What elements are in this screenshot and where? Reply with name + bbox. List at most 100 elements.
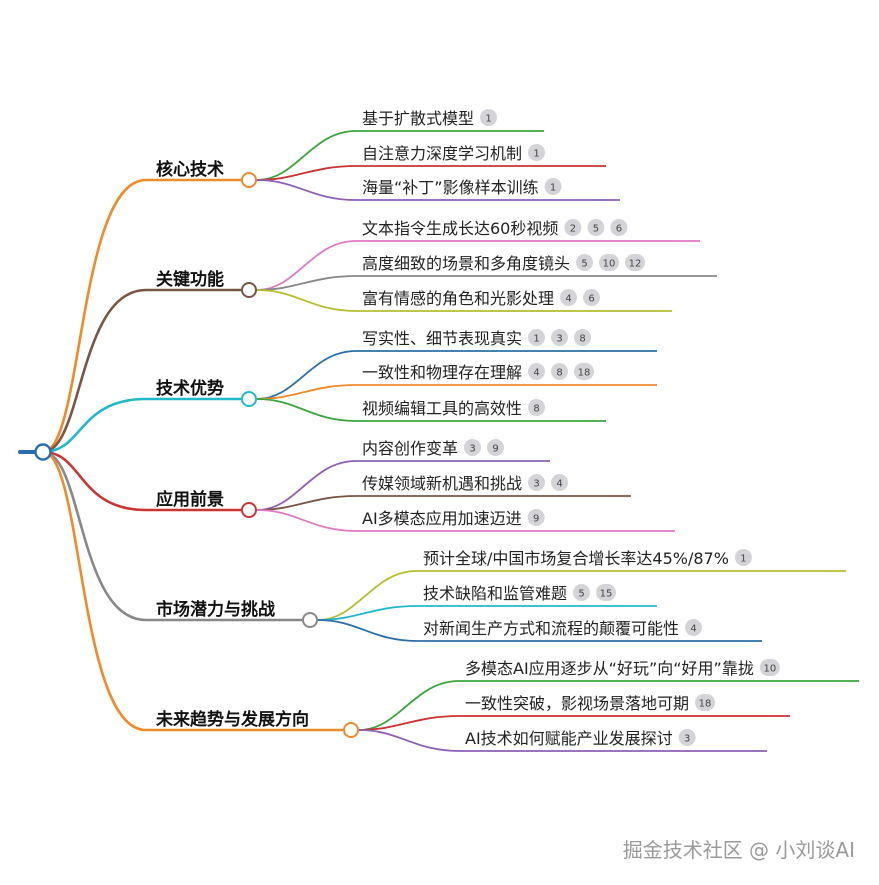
- citation-number: 1: [533, 334, 539, 345]
- citation-number: 5: [578, 589, 584, 600]
- child-connector: [256, 495, 357, 511]
- citation-number: 4: [565, 294, 571, 305]
- citation-number: 8: [579, 334, 585, 345]
- branch-node: [241, 502, 257, 518]
- citation-badge-bg: [564, 219, 582, 236]
- citation-badge: 15: [596, 584, 617, 601]
- citation-number: 3: [556, 334, 562, 345]
- branch-connector: [42, 397, 147, 454]
- child-label: 基于扩散式模型: [362, 109, 474, 128]
- citation-badge-bg: [695, 694, 716, 711]
- citation-badge: 1: [544, 178, 562, 195]
- citation-badge: 9: [527, 509, 545, 526]
- citation-number: 12: [629, 259, 642, 270]
- child-label: 文本指令生成长达60秒视频: [362, 219, 558, 238]
- citation-badge-bg: [487, 439, 505, 456]
- citation-badge: 1: [528, 144, 546, 161]
- child-connector: [317, 619, 418, 642]
- child-label: 自注意力深度学习机制: [362, 144, 522, 163]
- citation-number: 8: [533, 404, 539, 415]
- branch-connector: [42, 450, 147, 622]
- citation-number: 9: [492, 444, 498, 455]
- citation-badge-bg: [610, 219, 628, 236]
- citation-badge-bg: [573, 584, 591, 601]
- citation-badge: 4: [528, 363, 546, 380]
- child-connector: [256, 398, 357, 422]
- branch-node: [302, 612, 318, 628]
- citation-number: 4: [533, 368, 539, 379]
- citation-number: 5: [581, 259, 587, 270]
- branch-node: [343, 722, 359, 738]
- citation-badge-bg: [528, 474, 546, 491]
- citation-badge-bg: [551, 329, 569, 346]
- citation-badge-bg: [574, 363, 595, 380]
- child-label: 视频编辑工具的高效性: [362, 399, 522, 418]
- branch-connector: [42, 450, 147, 512]
- child-connector: [358, 715, 460, 731]
- branch-connector: [42, 178, 147, 454]
- citation-badge: 12: [625, 254, 646, 271]
- child-label: 一致性突破，影视场景落地可期: [465, 694, 689, 713]
- citation-badge-bg: [527, 509, 545, 526]
- child-label: 一致性和物理存在理解: [362, 363, 522, 382]
- citation-number: 8: [556, 368, 562, 379]
- citation-number: 1: [533, 149, 539, 160]
- branch-connector: [42, 450, 147, 732]
- root-node: [34, 443, 52, 461]
- citation-number: 18: [578, 368, 591, 379]
- branch-node: [241, 282, 257, 298]
- citation-number: 9: [533, 514, 539, 525]
- citation-number: 1: [740, 554, 746, 565]
- branch-node: [241, 172, 257, 188]
- citation-number: 10: [603, 259, 616, 270]
- citation-badge: 5: [576, 254, 594, 271]
- citation-number: 3: [684, 734, 690, 745]
- citation-badge: 8: [528, 399, 546, 416]
- citation-number: 18: [699, 699, 712, 710]
- citation-badge: 8: [551, 363, 569, 380]
- citation-badge-bg: [480, 109, 498, 126]
- citation-badge-bg: [528, 399, 546, 416]
- watermark: 掘金技术社区 @ 小刘谈AI: [622, 838, 855, 862]
- citation-badge-bg: [678, 729, 696, 746]
- branch-node: [241, 391, 257, 407]
- child-connector: [317, 570, 418, 621]
- citation-badge: 4: [551, 474, 569, 491]
- citation-badge: 3: [528, 474, 546, 491]
- citation-badge: 18: [574, 363, 595, 380]
- citation-badge-bg: [528, 144, 546, 161]
- citation-number: 1: [485, 114, 491, 125]
- child-label: 高度细致的场景和多角度镜头: [362, 254, 570, 273]
- child-connector: [256, 509, 357, 532]
- citation-badge-bg: [625, 254, 646, 271]
- citation-number: 4: [556, 479, 562, 490]
- child-connector: [256, 179, 357, 201]
- child-connector: [256, 384, 357, 400]
- child-connector: [256, 289, 357, 312]
- child-label: AI技术如何赋能产业发展探讨: [465, 729, 673, 748]
- child-label: 海量“补丁”影像样本训练: [362, 178, 539, 197]
- child-label: 多模态AI应用逐步从“好玩”向“好用”靠拢: [465, 659, 754, 678]
- child-label: 技术缺陷和监管难题: [423, 584, 567, 603]
- citation-badge-bg: [599, 254, 620, 271]
- citation-badge-bg: [551, 474, 569, 491]
- citation-badge-bg: [528, 363, 546, 380]
- branch-label: 市场潜力与挑战: [156, 599, 275, 620]
- citation-badge-bg: [574, 329, 592, 346]
- citation-badge: 3: [551, 329, 569, 346]
- citation-badge: 8: [574, 329, 592, 346]
- child-label: 富有情感的角色和光影处理: [362, 289, 554, 308]
- child-connector: [256, 165, 357, 181]
- child-connector: [256, 130, 357, 181]
- citation-number: 6: [588, 294, 594, 305]
- branch-label: 技术优势: [156, 378, 224, 399]
- citation-badge: 1: [734, 549, 752, 566]
- citation-badge-bg: [596, 584, 617, 601]
- citation-badge-bg: [464, 439, 482, 456]
- citation-badge-bg: [734, 549, 752, 566]
- child-label: AI多模态应用加速迈进: [362, 509, 522, 528]
- citation-badge: 6: [610, 219, 628, 236]
- child-connector: [317, 605, 418, 621]
- citation-badge: 9: [487, 439, 505, 456]
